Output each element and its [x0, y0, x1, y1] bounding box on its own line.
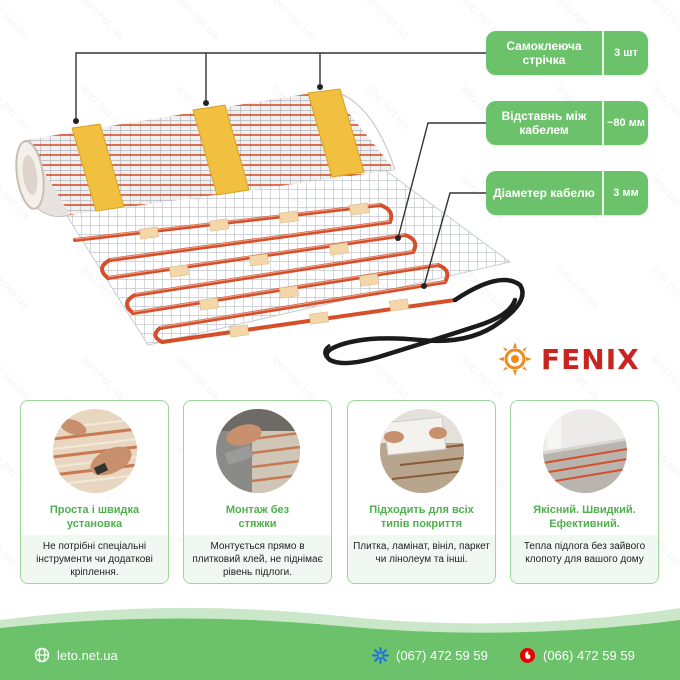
feature-description: Не потрібні спеціальні інструменти чи до… [21, 535, 168, 583]
website-link[interactable]: leto.net.ua [34, 647, 118, 663]
spec-value: 3 шт [602, 31, 648, 75]
brand-name: FENIX [541, 342, 640, 376]
spec-label: Діаметер кабелю [493, 186, 595, 200]
feature-title: Монтаж без стяжки [225, 504, 290, 530]
spec-value: ~80 мм [602, 101, 648, 145]
phone-kyivstar-text: (067) 472 59 59 [396, 648, 488, 663]
tape-band [192, 104, 250, 196]
feature-title: Якісний. Швидкий. Ефективний. [533, 504, 636, 530]
callout-lines [75, 52, 486, 287]
spec-badge-tape: Самоклеюча стрічка 3 шт [486, 31, 648, 75]
feature-description: Тепла підлога без зайвого клопоту для ва… [511, 535, 658, 583]
floor-photo [542, 409, 627, 493]
feature-description: Монтується прямо в плитковий клей, не пі… [184, 535, 331, 583]
feature-card-all-coverings: Підходить для всіх типів покриття Плитка… [347, 400, 496, 584]
sun-icon [498, 342, 532, 376]
spec-badge-diameter: Діаметер кабелю 3 мм [486, 171, 648, 215]
feature-card-easy-install: Проста і швидка установка Не потрібні сп… [20, 400, 169, 584]
feature-title: Проста і швидка установка [49, 504, 140, 530]
tape-band [307, 88, 365, 178]
power-cord [324, 277, 525, 366]
tile-adhesive-photo [215, 409, 300, 493]
phone-vodafone-text: (066) 472 59 59 [543, 648, 635, 663]
phone-vodafone-link[interactable]: (066) 472 59 59 [519, 647, 635, 664]
mat-roll [15, 88, 396, 218]
kyivstar-icon [372, 647, 389, 664]
heating-mat-illustration [15, 52, 525, 366]
vodafone-icon [520, 648, 535, 663]
feature-description: Плитка, ламінат, вініл, паркет чи ліноле… [348, 535, 495, 583]
spec-label: Відставнь між кабелем [501, 109, 587, 137]
spec-badge-spacing: Відставнь між кабелем ~80 мм [486, 101, 648, 145]
feature-title: Підходить для всіх типів покриття [369, 504, 474, 530]
website-text: leto.net.ua [57, 647, 118, 663]
heating-cable [73, 202, 457, 345]
phone-kyivstar-link[interactable]: (067) 472 59 59 [372, 647, 488, 664]
spec-value: 3 мм [602, 171, 648, 215]
globe-icon [34, 647, 50, 663]
tape-clips [139, 202, 409, 338]
footer-background [0, 607, 680, 680]
installation-photo [52, 409, 137, 493]
tape-band [71, 123, 125, 212]
feature-card-no-screed: Монтаж без стяжки Монтується прямо в пли… [183, 400, 332, 584]
brand-logo: FENIX [497, 341, 640, 377]
spec-label: Самоклеюча стрічка [506, 39, 582, 67]
feature-card-quality: Якісний. Швидкий. Ефективний. Тепла підл… [510, 400, 659, 584]
laminate-photo [379, 409, 464, 493]
